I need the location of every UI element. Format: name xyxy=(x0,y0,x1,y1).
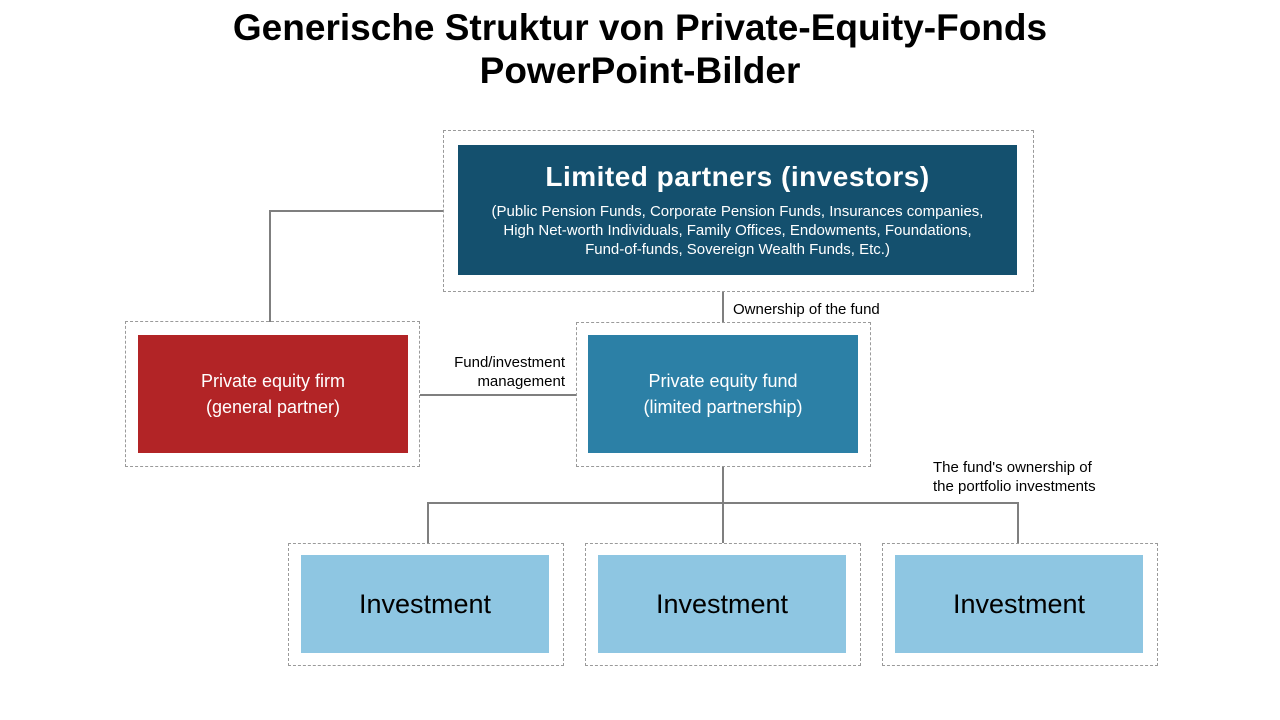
investment-3-container xyxy=(882,543,1158,666)
pe-fund-line1: Private equity fund xyxy=(648,371,798,391)
pe-firm-line2: (general partner) xyxy=(205,397,341,417)
connector-firm-to-fund xyxy=(420,394,576,396)
investment-2-box: Investment xyxy=(598,555,846,653)
fund-management-label-line2: management xyxy=(477,373,565,390)
limited-partners-box: Limited partners (investors) (Public Pen… xyxy=(458,145,1017,275)
connector-investments-horizontal xyxy=(427,502,1018,504)
investment-2-label: Investment xyxy=(655,588,789,619)
limited-partners-container xyxy=(443,130,1034,292)
investment-1-label: Investment xyxy=(358,588,492,619)
portfolio-ownership-label-line2: the portfolio investments xyxy=(933,478,1096,495)
investment-3-label: Investment xyxy=(952,588,1086,619)
pe-firm-container xyxy=(125,321,420,467)
investment-3-box: Investment xyxy=(895,555,1143,653)
connector-investment-1-drop xyxy=(427,502,429,543)
investment-1-container xyxy=(288,543,564,666)
pe-fund-line2: (limited partnership) xyxy=(643,397,803,417)
limited-partners-heading: Limited partners (investors) xyxy=(545,161,930,192)
connector-lp-to-firm-horizontal xyxy=(269,210,444,212)
pe-fund-container xyxy=(576,322,871,467)
pe-firm-line1: Private equity firm xyxy=(200,371,346,391)
pe-firm-box: Private equity firm (general partner) xyxy=(138,335,408,453)
fund-management-label-line1: Fund/investment xyxy=(454,354,565,371)
ownership-of-fund-label: Ownership of the fund xyxy=(733,301,880,318)
fund-management-label: Fund/investment management xyxy=(395,353,565,391)
investment-1-box: Investment xyxy=(301,555,549,653)
page-title-line1: Generische Struktur von Private-Equity-F… xyxy=(232,7,1048,48)
page-title: Generische Struktur von Private-Equity-F… xyxy=(0,6,1280,92)
portfolio-ownership-label: The fund's ownership of the portfolio in… xyxy=(933,458,1096,496)
connector-investment-3-drop xyxy=(1017,502,1019,543)
connector-fund-to-investments-vertical xyxy=(722,467,724,543)
portfolio-ownership-label-line1: The fund's ownership of xyxy=(933,459,1092,476)
page-title-line2: PowerPoint-Bilder xyxy=(479,50,801,91)
limited-partners-subtext: (Public Pension Funds, Corporate Pension… xyxy=(491,203,984,258)
connector-lp-to-fund xyxy=(722,292,724,322)
connector-lp-to-firm-vertical xyxy=(269,210,271,322)
pe-fund-box: Private equity fund (limited partnership… xyxy=(588,335,858,453)
investment-2-container xyxy=(585,543,861,666)
